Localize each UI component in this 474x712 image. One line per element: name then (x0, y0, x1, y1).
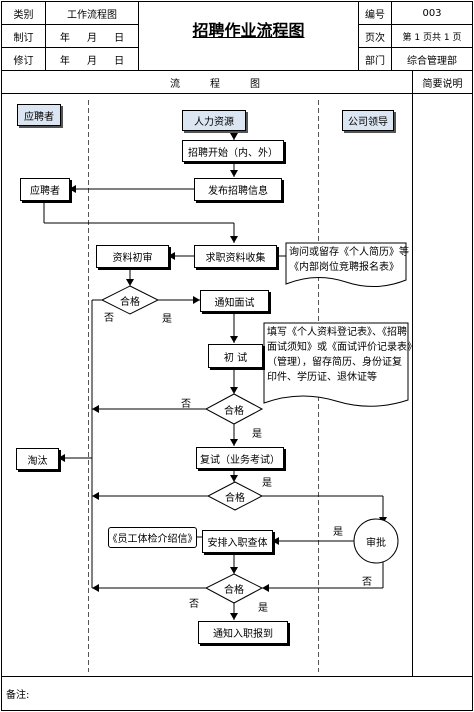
page-value: 第 1 页共 1 页 (402, 32, 462, 43)
remark-label: 备注: (6, 690, 30, 701)
approve-circle (353, 518, 399, 564)
category-label: 类别 (13, 9, 34, 21)
edge-no-1: 否 (104, 313, 114, 324)
number-value: 003 (422, 7, 442, 19)
applicant-node: 应聘者 (20, 178, 70, 201)
pass2-label: 合格 (224, 405, 244, 417)
decision-diamond-3 (206, 481, 264, 511)
pass3-label: 合格 (225, 492, 245, 504)
flow-chart-header: 流程图 (170, 78, 290, 90)
collect-note-shape (285, 242, 407, 287)
medical-letter-doc: 《员工体检介绍信》 (108, 527, 198, 548)
number-label: 编号 (365, 9, 385, 21)
prepared-label: 制订 (13, 32, 34, 44)
edge-yes-1: 是 (162, 314, 172, 325)
edge-yes-approve: 是 (333, 527, 343, 538)
edge-yes-2: 是 (252, 429, 262, 440)
decision-diamond-2 (204, 393, 264, 425)
interview-note-shape (263, 322, 409, 407)
pass4-label: 合格 (224, 584, 244, 596)
notify-interview-node: 通知面试 (200, 290, 269, 312)
interview-note: 填写《个人资料登记表》、《招聘 面试须知》或《面试评价记录表》 （管理），留存简… (267, 327, 417, 383)
arrange-medical-node: 安排入职查体 (202, 530, 273, 553)
edge-yes-4: 是 (258, 603, 268, 614)
lane-applicant: 应聘者 (17, 104, 61, 126)
notes-header: 简要说明 (422, 78, 463, 90)
category-value: 工作流程图 (67, 9, 117, 21)
revised-date: 年 月 日 (59, 55, 125, 67)
page-label: 页次 (365, 32, 385, 44)
revised-label: 修订 (13, 55, 34, 67)
decision-diamond-4 (204, 573, 264, 604)
collect-note: 询问或留存《个人简历》等 《内部岗位竞聘报名表》 (289, 247, 409, 273)
publish-node: 发布招聘信息 (194, 178, 282, 201)
lane-leader: 公司领导 (342, 110, 394, 131)
pass1-label: 合格 (120, 296, 140, 308)
eliminate-node: 淘汰 (16, 448, 59, 470)
dept-value: 综合管理部 (407, 55, 457, 67)
edge-no-4: 否 (189, 599, 199, 610)
edge-no-approve: 否 (362, 577, 372, 588)
notify-onboard-node: 通知入职报到 (198, 621, 288, 644)
collect-node: 求职资料收集 (194, 245, 277, 268)
decision-diamond-1 (100, 285, 160, 315)
page-title: 招聘作业流程图 (192, 21, 305, 40)
approve-label: 审批 (366, 537, 386, 549)
start-node: 招聘开始（内、外） (182, 140, 284, 162)
lane-hr: 人力资源 (182, 110, 246, 131)
second-interview-node: 复试（业务考试） (196, 447, 284, 469)
prepared-date: 年 月 日 (59, 32, 125, 44)
dept-label: 部门 (365, 55, 385, 67)
screen-node: 资料初审 (96, 245, 169, 268)
edge-no-2: 否 (181, 399, 191, 410)
first-interview-node: 初 试 (208, 344, 263, 368)
edge-yes-3: 是 (262, 478, 272, 489)
